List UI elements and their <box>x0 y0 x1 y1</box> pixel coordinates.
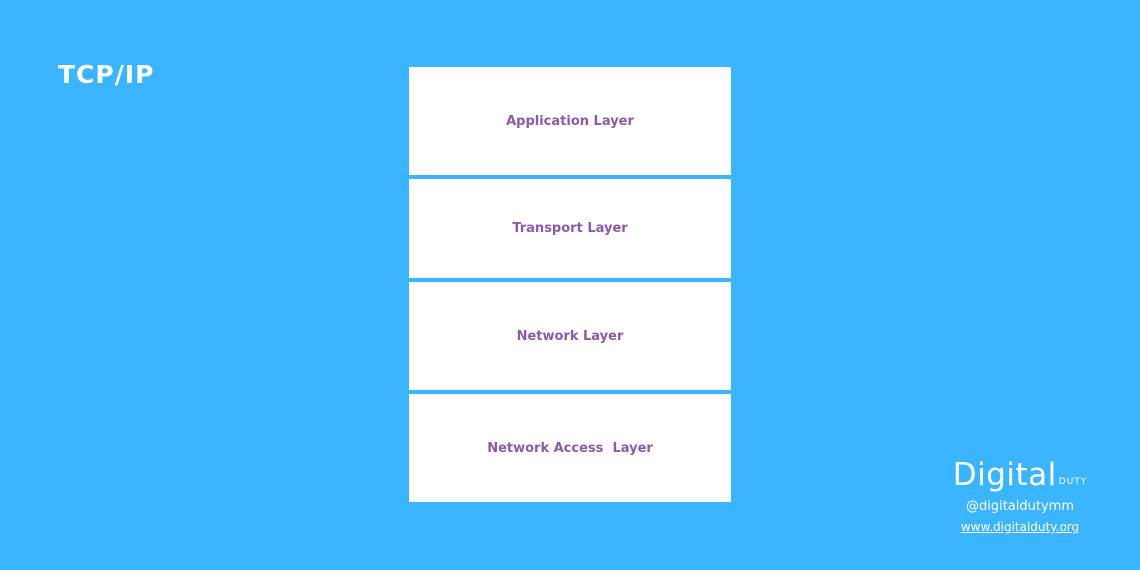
layer-box-network: Network Layer <box>409 282 731 390</box>
layer-label-network: Network Layer <box>516 328 624 344</box>
brand-watermark: Digital DUTY @digitaldutymm www.digitald… <box>940 460 1100 535</box>
layer-label-transport: Transport Layer <box>512 221 628 236</box>
brand-handle: @digitaldutymm <box>965 499 1074 514</box>
brand-logo: Digital DUTY <box>940 460 1100 491</box>
layer-label-network-access: Network Access Layer <box>487 440 653 456</box>
layer-box-transport: Transport Layer <box>409 179 731 278</box>
page-title: TCP/IP <box>58 60 155 89</box>
layer-box-application: Application Layer <box>409 67 731 175</box>
layer-label-application: Application Layer <box>506 113 634 129</box>
brand-url-link[interactable]: www.digitalduty.org <box>960 520 1080 534</box>
brand-logo-main: Digital <box>952 457 1057 493</box>
layer-box-network-access: Network Access Layer <box>409 394 731 502</box>
brand-logo-sub: DUTY <box>1058 477 1088 487</box>
